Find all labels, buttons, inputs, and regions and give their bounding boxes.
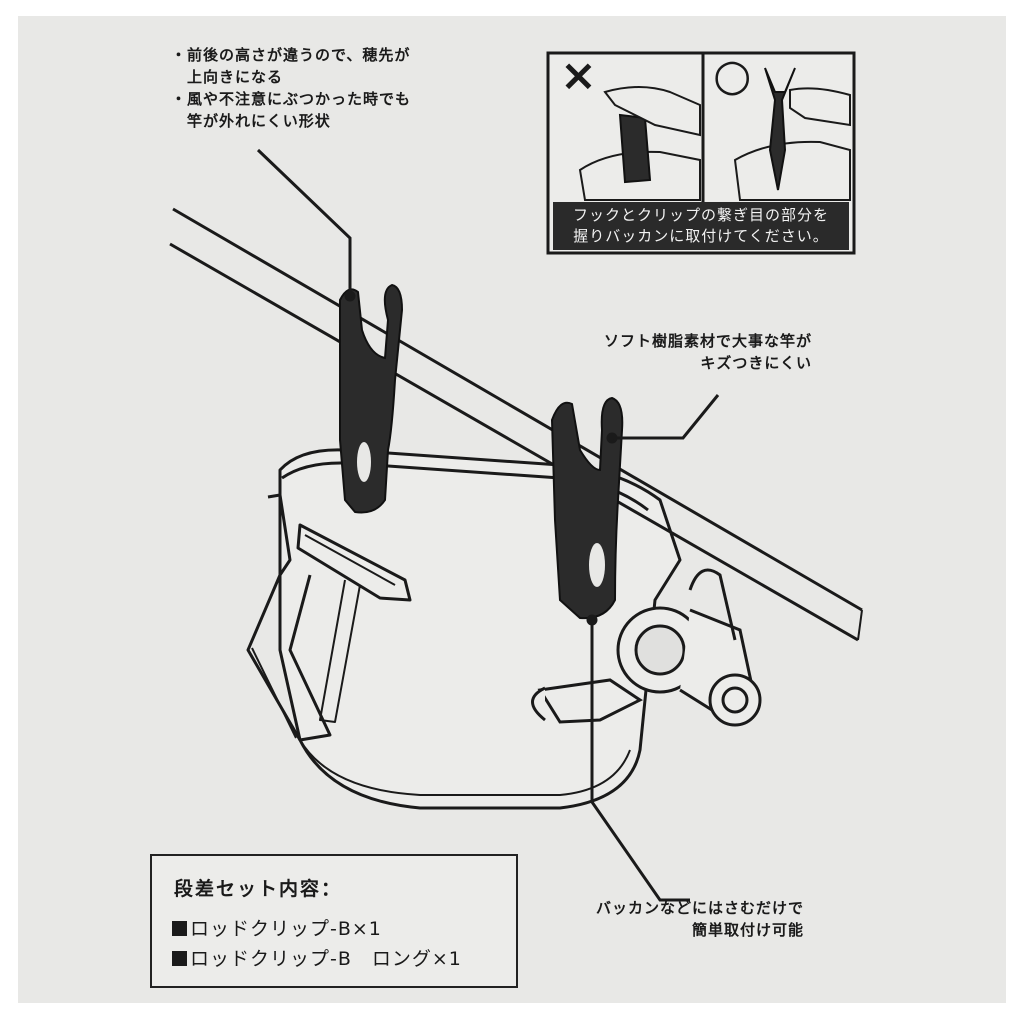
wrong-mark: × bbox=[560, 50, 597, 101]
note-line: ソフト樹脂素材で大事な竿が bbox=[604, 332, 813, 350]
bullet-square-icon bbox=[172, 951, 187, 966]
inset-caption: フックとクリップの繋ぎ目の部分を 握りバッカンに取付けてください。 bbox=[553, 202, 849, 250]
inset-caption-line: 握りバッカンに取付けてください。 bbox=[573, 227, 829, 245]
leader-lines bbox=[256, 148, 720, 902]
set-contents-item-label: ロッドクリップ-B×1 bbox=[190, 918, 382, 940]
set-contents-box: 段差セット内容： ロッドクリップ-B×1 ロッドクリップ-B ロング×1 bbox=[150, 854, 518, 988]
set-contents-item: ロッドクリップ-B×1 bbox=[172, 914, 382, 941]
note-line: 簡単取付け可能 bbox=[692, 921, 805, 939]
inset-caption-line: フックとクリップの繋ぎ目の部分を bbox=[572, 206, 829, 224]
feature-note-attach: バッカンなどにはさむだけで 簡単取付け可能 bbox=[596, 897, 804, 941]
reel-illustration bbox=[531, 568, 762, 727]
rod-clip-left bbox=[339, 283, 404, 514]
correct-mark: ○ bbox=[713, 50, 752, 101]
note-line: 竿が外れにくい形状 bbox=[171, 112, 331, 130]
set-contents-title: 段差セット内容： bbox=[174, 878, 343, 900]
note-line: 上向きになる bbox=[171, 68, 284, 86]
feature-note-shape: ・前後の高さが違うので、穂先が 上向きになる ・風や不注意にぶつかった時でも 竿… bbox=[171, 44, 411, 132]
rod-illustration bbox=[169, 207, 863, 642]
note-line: ・風や不注意にぶつかった時でも bbox=[171, 90, 412, 108]
rod-clip-right bbox=[550, 396, 624, 620]
note-line: ・前後の高さが違うので、穂先が bbox=[171, 46, 411, 64]
note-line: キズつきにくい bbox=[700, 354, 813, 372]
note-line: バッカンなどにはさむだけで bbox=[596, 899, 805, 917]
bullet-square-icon bbox=[172, 921, 187, 936]
set-contents-item: ロッドクリップ-B ロング×1 bbox=[172, 944, 462, 971]
feature-note-material: ソフト樹脂素材で大事な竿が キズつきにくい bbox=[604, 330, 812, 374]
set-contents-item-label: ロッドクリップ-B ロング×1 bbox=[190, 948, 462, 970]
